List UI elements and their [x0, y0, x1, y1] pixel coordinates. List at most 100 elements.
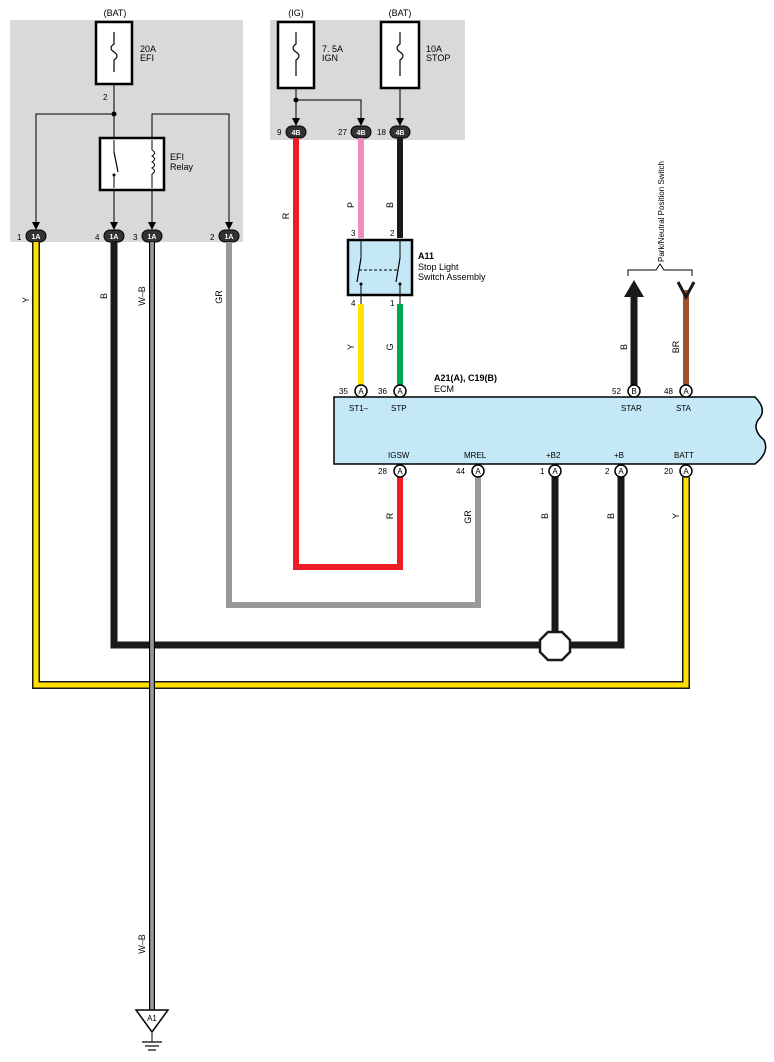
switch-pin-4: 4	[351, 299, 356, 308]
pin-number: 44	[456, 467, 465, 476]
ecm-pin-batt: BATT 20 A	[664, 451, 694, 478]
source-bat-left: (BAT)	[104, 8, 127, 18]
wire-gray-mrel	[226, 242, 481, 608]
efi-relay-label-1: EFI	[170, 152, 184, 162]
ecm-pin-sta: 48 A STA	[664, 384, 693, 413]
fuse-ign-rating: 7. 5A	[322, 44, 343, 54]
wire-label-b-3: B	[619, 344, 629, 350]
internal-wires-left	[35, 84, 230, 228]
pin-number: 52	[612, 387, 621, 396]
fuse-stop-icon	[379, 20, 421, 90]
connector-1A-pin2: 2 1A	[210, 229, 240, 243]
ground-icon	[134, 1009, 170, 1051]
wire-label-r-2: R	[385, 512, 395, 519]
connector-1A-pin3: 3 1A	[133, 229, 163, 243]
connector-code: 1A	[148, 234, 157, 241]
pin-number: 1	[540, 467, 545, 476]
connector-code: 1A	[225, 234, 234, 241]
pin-number: 2	[605, 467, 610, 476]
park-neutral-bracket	[627, 263, 693, 276]
pin-name: STAR	[621, 404, 642, 413]
pin-name: STP	[391, 404, 407, 413]
ecm-pin-st1: 35 A ST1–	[339, 384, 369, 413]
pin-conn: A	[683, 467, 689, 476]
arrow-heads-right	[292, 118, 404, 126]
connector-code: 1A	[110, 234, 119, 241]
pin-number: 28	[378, 467, 387, 476]
pin-number: 1	[17, 233, 22, 242]
pin-number: 20	[664, 467, 673, 476]
efi-relay-icon	[98, 136, 166, 192]
arrow-up-star-icon	[624, 280, 644, 297]
ecm-name: ECM	[434, 384, 454, 394]
pin-number: 36	[378, 387, 387, 396]
wire-label-r-1: R	[281, 212, 291, 219]
pin-name: ST1–	[349, 404, 369, 413]
pin-number: 27	[338, 128, 347, 137]
pin-name: MREL	[464, 451, 487, 460]
switch-pin-3: 3	[351, 229, 356, 238]
wire-label-b-5: B	[606, 513, 616, 519]
stop-light-switch-id: A11	[418, 251, 434, 261]
switch-pin-1: 1	[390, 299, 395, 308]
fuse-efi-pin: 2	[103, 93, 108, 102]
source-ig: (IG)	[288, 8, 304, 18]
ecm-pin-plusb2: +B2 1 A	[540, 451, 562, 478]
pin-conn: A	[552, 467, 558, 476]
ecm-pin-igsw: IGSW 28 A	[378, 451, 410, 478]
ecm-pin-plusb: +B 2 A	[605, 451, 628, 478]
ecm-id: A21(A), C19(B)	[434, 373, 497, 383]
splice-point	[538, 630, 572, 662]
pin-name: IGSW	[388, 451, 410, 460]
ecm-pin-stp: 36 A STP	[378, 384, 407, 413]
stop-light-switch-icon	[346, 238, 414, 304]
fuse-ign-name: IGN	[322, 53, 338, 63]
wire-label-p: P	[346, 202, 356, 208]
pin-name: +B	[614, 451, 624, 460]
connector-code: 4B	[357, 130, 366, 137]
connector-1A-pin1: 1 1A	[17, 229, 47, 243]
park-neutral-label: Park/Neutral Position Switch	[657, 161, 666, 262]
wire-label-y-1: Y	[21, 297, 31, 303]
connector-code: 1A	[32, 234, 41, 241]
connector-4B-pin18: 18 4B	[377, 125, 411, 139]
pin-name: BATT	[674, 451, 694, 460]
fuse-efi-rating: 20A	[140, 44, 156, 54]
ecm-pin-mrel: MREL 44 A	[456, 451, 487, 478]
connector-4B-pin9: 9 4B	[277, 125, 307, 139]
wire-label-b-1: B	[99, 293, 109, 299]
fuse-ign-icon	[276, 20, 316, 90]
fuse-efi-icon	[94, 20, 134, 86]
wire-label-wb-1: W–B	[137, 286, 147, 306]
wire-label-b-2: B	[385, 202, 395, 208]
fuse-efi-name: EFI	[140, 53, 154, 63]
wire-label-y-3: Y	[671, 513, 681, 519]
pin-number: 35	[339, 387, 348, 396]
wire-label-gr-2: GR	[463, 510, 473, 524]
pin-conn: A	[683, 387, 689, 396]
pin-conn: A	[397, 387, 403, 396]
pin-number: 2	[210, 233, 215, 242]
stop-light-switch-label-2: Switch Assembly	[418, 272, 486, 282]
wire-black-plusb	[110, 242, 625, 649]
ground-id: A1	[147, 1014, 157, 1023]
pin-number: 9	[277, 128, 282, 137]
stop-light-switch-label-1: Stop Light	[418, 262, 459, 272]
wire-label-br: BR	[671, 340, 681, 353]
wire-label-gr-1: GR	[214, 290, 224, 304]
wire-label-y-2: Y	[346, 344, 356, 350]
pin-name: +B2	[546, 451, 561, 460]
fuse-stop-rating: 10A	[426, 44, 442, 54]
fuse-stop-name: STOP	[426, 53, 450, 63]
pin-conn: A	[475, 467, 481, 476]
efi-relay-label-2: Relay	[170, 162, 194, 172]
pin-number: 4	[95, 233, 100, 242]
source-bat-right: (BAT)	[389, 8, 412, 18]
pin-name: STA	[676, 404, 692, 413]
connector-code: 4B	[292, 130, 301, 137]
pin-conn: A	[618, 467, 624, 476]
arrow-down-sta-icon	[676, 281, 696, 301]
pin-conn: B	[631, 387, 636, 396]
connector-code: 4B	[396, 130, 405, 137]
